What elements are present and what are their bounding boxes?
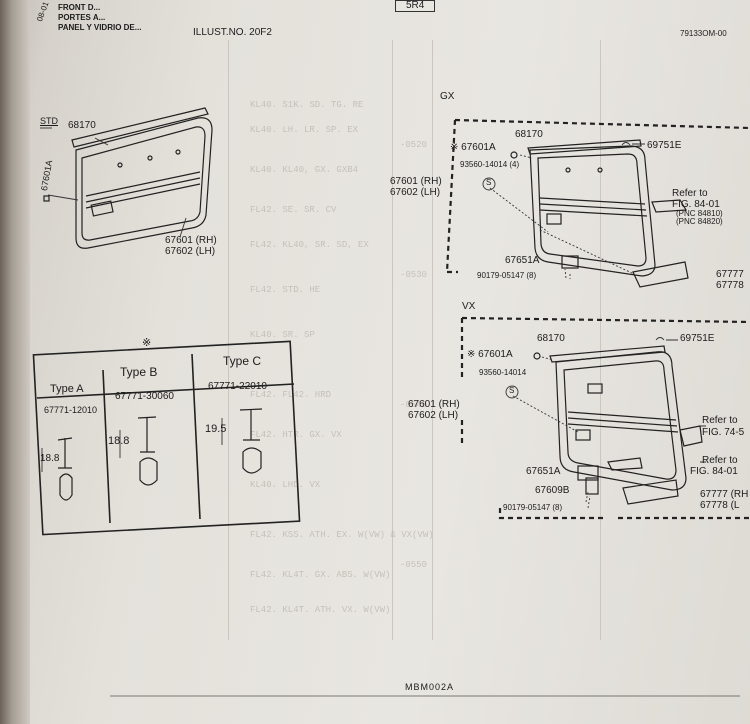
gx-grip-label: 67777 xyxy=(716,269,744,280)
clip-dimension: 18.8 xyxy=(40,453,60,464)
part-number: 79133OM-00 xyxy=(680,29,727,38)
gx-panel-rh-label: 67601 (RH) xyxy=(390,176,442,187)
clip-type-part: 67771-30060 xyxy=(115,391,174,402)
std-door-panel-drawing xyxy=(40,107,213,249)
book-spine xyxy=(0,0,30,724)
vx-cap-label: 69751E xyxy=(680,333,715,344)
gx-pnc-label: (PNC 84810) xyxy=(676,209,723,218)
gx-grip-label: 67778 xyxy=(716,280,744,291)
clip-type-part: 67771-22010 xyxy=(208,381,267,392)
clip-drawings xyxy=(41,408,263,501)
clip-type-name: Type A xyxy=(50,383,84,395)
clip-type-part: 67771-12010 xyxy=(44,405,98,415)
vx-refer-b-fig: FIG. 84-01 xyxy=(690,466,738,477)
vx-switch-label: 67651A xyxy=(526,466,561,477)
vx-screw-label: 93560-14014 xyxy=(479,368,527,377)
vx-dashed-box xyxy=(460,316,750,520)
gx-screw-label: 93560-14014 (4) xyxy=(460,160,520,169)
ghost-column-line xyxy=(432,40,433,640)
gx-clip-label: ※ 67601A xyxy=(450,142,496,153)
gx-dashed-box xyxy=(445,118,750,274)
gx-pnc-label: (PNC 84820) xyxy=(676,217,723,226)
vx-door-panel-drawing xyxy=(505,337,706,509)
vx-molding-label: 68170 xyxy=(537,333,565,344)
std-tag: STD xyxy=(40,116,58,126)
header-title-line: PANEL Y VIDRIO DE... xyxy=(58,23,142,32)
vx-refer-a-fig: FIG. 74-5 xyxy=(702,427,745,438)
vx-screw-symbol: S xyxy=(509,386,515,395)
gx-fastener-label: 90179-05147 (8) xyxy=(477,271,537,280)
clip-type-name: Type C xyxy=(223,354,262,368)
std-molding-label: 68170 xyxy=(68,120,96,131)
clip-dimension: 19.5 xyxy=(205,423,227,435)
vx-panel-rh-label: 67601 (RH) xyxy=(408,399,460,410)
vx-clip-label: ※ 67601A xyxy=(467,349,513,360)
vx-grip-label: 67778 (L xyxy=(700,500,740,511)
clip-dimension: 18.8 xyxy=(108,435,130,447)
vx-bezel-label: 67609B xyxy=(535,485,570,496)
gx-screw-symbol: S xyxy=(486,178,492,187)
gx-molding-label: 68170 xyxy=(515,129,543,140)
vx-refer-a-label: Refer to xyxy=(702,415,738,426)
vx-panel-lh-label: 67602 (LH) xyxy=(408,410,459,421)
ghost-column-line xyxy=(600,40,601,640)
vx-tag: VX xyxy=(462,301,476,312)
gx-switch-label: 67651A xyxy=(505,255,540,266)
gx-tag: GX xyxy=(440,91,455,102)
gx-refer-fig: FIG. 84-01 xyxy=(672,199,720,210)
ghost-column-line xyxy=(228,40,229,640)
page-tag: 5R4 xyxy=(395,0,436,12)
vx-fastener-label: 90179-05147 (8) xyxy=(503,503,563,512)
clip-table-marker: ※ xyxy=(142,337,152,349)
ghost-column-line xyxy=(392,40,393,640)
vx-refer-b-label: Refer to xyxy=(702,455,738,466)
clip-type-name: Type B xyxy=(120,365,158,379)
clip-type-table xyxy=(32,340,301,536)
gx-panel-lh-label: 67602 (LH) xyxy=(390,187,441,198)
gx-door-panel-drawing xyxy=(482,139,689,288)
std-panel-rh-label: 67601 (RH) xyxy=(165,235,217,246)
std-panel-lh-label: 67602 (LH) xyxy=(165,246,216,257)
gx-refer-label: Refer to xyxy=(672,188,708,199)
vx-grip-label: 67777 (RH xyxy=(700,489,749,500)
illust-number: ILLUST.NO. 20F2 xyxy=(193,27,272,38)
gx-cap-label: 69751E xyxy=(647,140,682,151)
header-title-line: FRONT D... xyxy=(58,3,101,12)
footer-code: MBM002A xyxy=(405,682,455,692)
header-title-line: PORTES A... xyxy=(58,13,106,22)
